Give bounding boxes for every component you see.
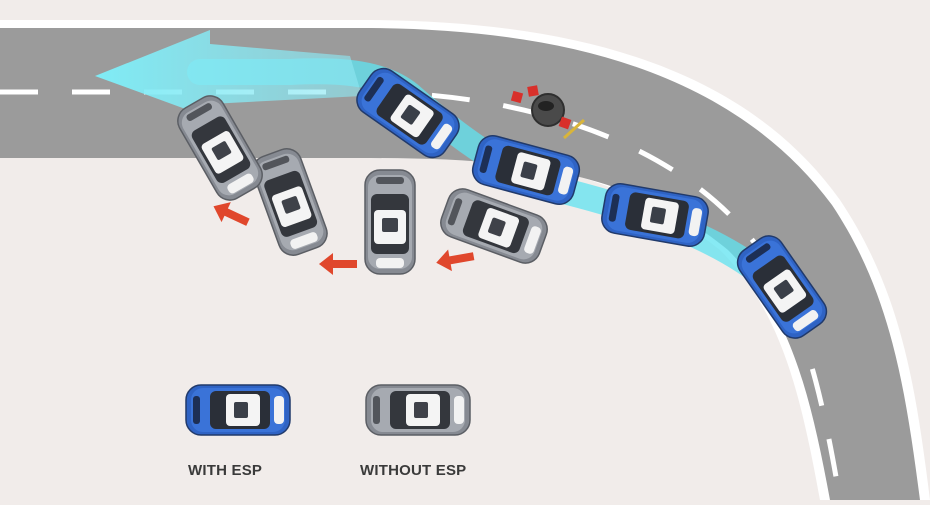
non-esp-car — [364, 169, 416, 275]
skid-arrow-icon — [208, 196, 253, 233]
skid-arrow-icon — [434, 245, 476, 274]
non-esp-car — [247, 143, 333, 261]
skid-arrow-icon — [319, 253, 357, 275]
legend-label-with-esp: WITH ESP — [188, 462, 263, 479]
legend-non-esp-car — [365, 384, 471, 436]
legend-esp-car — [185, 384, 291, 436]
legend-label-without-esp: WITHOUT ESP — [360, 462, 467, 479]
manhole-obstacle-icon — [510, 85, 586, 140]
large-left-arrow-icon — [95, 30, 362, 118]
lane-marking — [0, 89, 843, 501]
